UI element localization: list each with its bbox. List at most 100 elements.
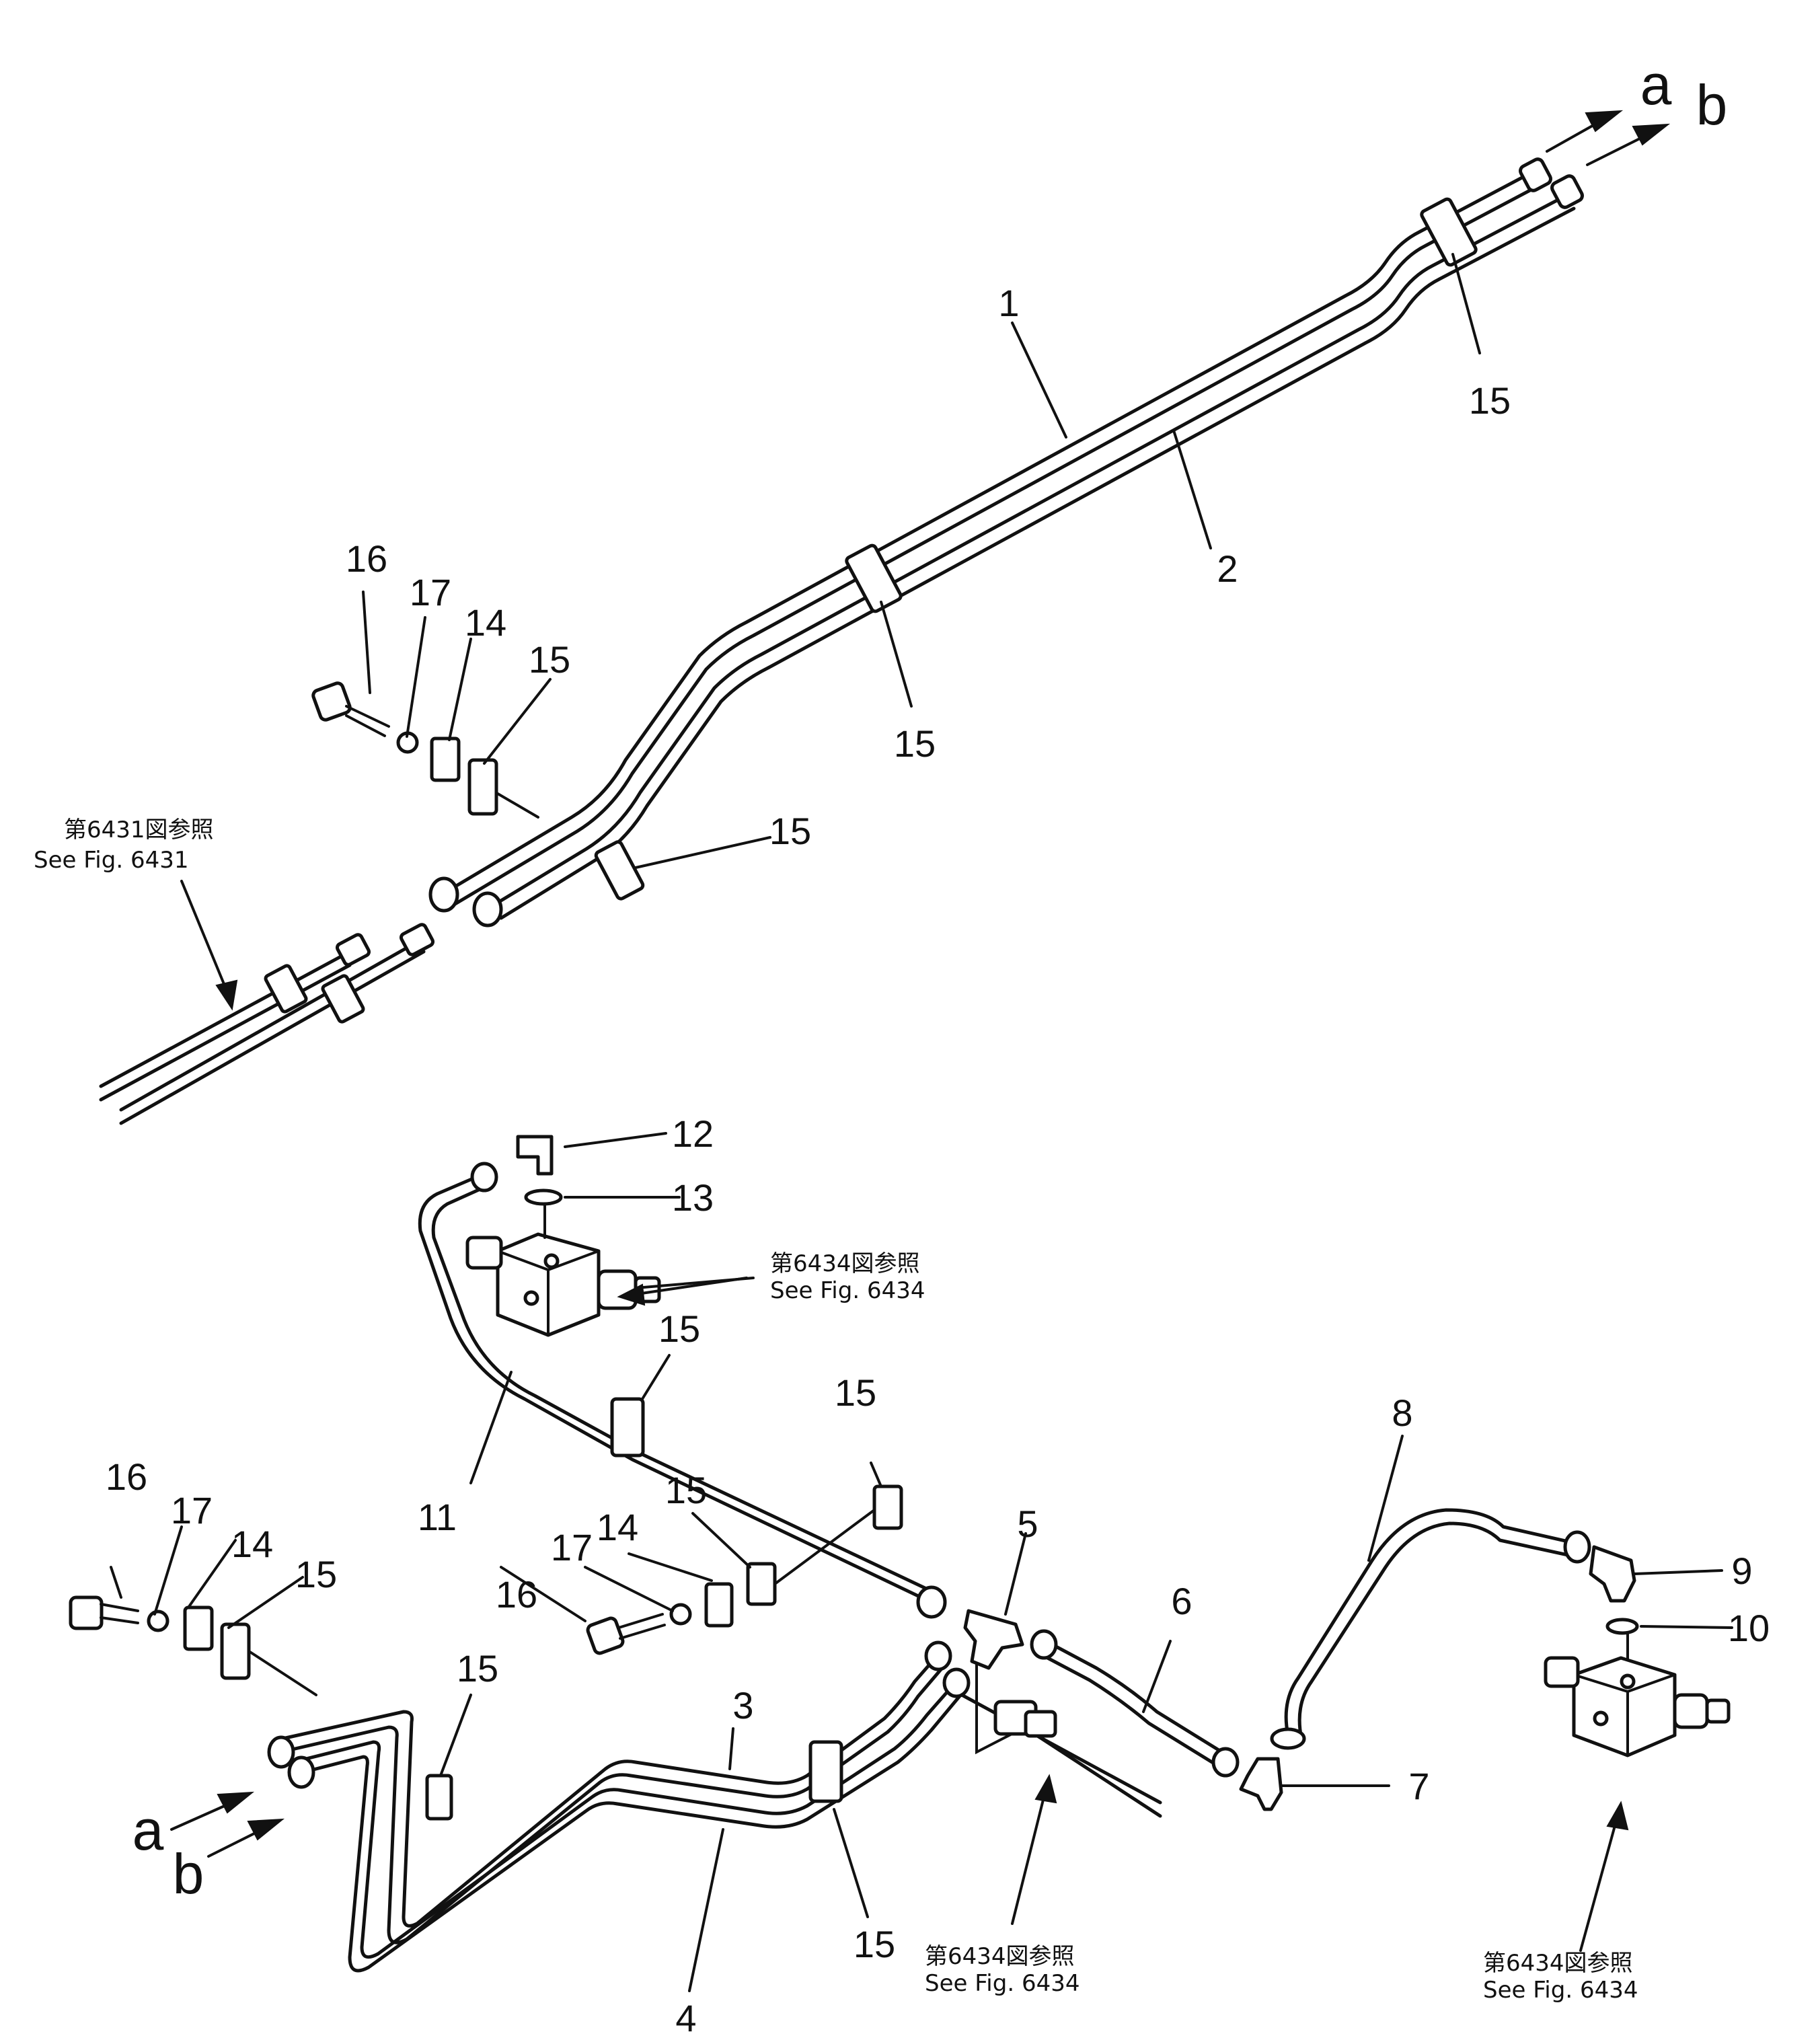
reference-arrows (180, 880, 1629, 1952)
callout-labels: 1 2 15 15 15 16 17 14 15 12 13 15 15 11 … (106, 282, 1770, 2039)
pipe-11-nut-top (470, 1162, 498, 1193)
pipe-6-inner (1039, 1653, 1223, 1770)
connection-arrows (170, 110, 1671, 1858)
bolt-16-low-shank (100, 1603, 139, 1624)
ref-6434-valve2-en: See Fig. 6434 (1483, 1977, 1638, 2004)
callout-5: 5 (1017, 1503, 1038, 1545)
washer-17-mid (669, 1603, 692, 1626)
ref-pipe-a (99, 950, 352, 1088)
callout-15-f: 15 (835, 1371, 876, 1414)
upper-hardware-stack (311, 681, 539, 819)
pipe-1 (445, 169, 1536, 893)
callout-15-h: 15 (295, 1553, 337, 1595)
callout-15-j: 15 (854, 1923, 895, 1965)
pipe-1-nut-right (1519, 157, 1552, 192)
washer-17-low (147, 1610, 169, 1632)
tee-and-pipe-6 (963, 1609, 1283, 1811)
callout-3: 3 (732, 1684, 753, 1727)
callout-6: 6 (1171, 1580, 1192, 1622)
ref-clamp-b (321, 974, 365, 1024)
callout-15-b: 15 (894, 722, 936, 765)
pipe-8 (1284, 1508, 1579, 1737)
lower-pipe-assembly (267, 1640, 971, 1973)
mid-stack-leader (773, 1509, 876, 1585)
clamp-15-mid-b (872, 1484, 903, 1530)
callout-8: 8 (1392, 1392, 1412, 1434)
callout-15-c: 15 (769, 810, 811, 852)
callout-14-b: 14 (597, 1506, 638, 1548)
pipe-1-nut-left (428, 876, 459, 913)
pipe-11 (418, 1172, 930, 1603)
pipe-3-nut-left (267, 1735, 295, 1769)
pipe-2-nut-right (1550, 174, 1584, 209)
valve-block-2 (1544, 1656, 1731, 1757)
clamp-upper-middle (845, 543, 903, 613)
callout-4: 4 (675, 1997, 696, 2039)
callout-16-b: 16 (496, 1573, 537, 1616)
pipe-3-inner (287, 1663, 947, 1944)
callout-17-c: 17 (171, 1489, 213, 1531)
pipe-11-inner (431, 1184, 937, 1595)
bolt-16-mid-head (586, 1616, 625, 1655)
callout-17-b: 17 (551, 1526, 593, 1568)
ref-6434-valve2-jp: 第6434図参照 (1483, 1950, 1633, 1977)
pipe-8-inner (1297, 1521, 1579, 1741)
callout-10: 10 (1728, 1607, 1770, 1649)
clamp-15-lower-zig (425, 1774, 453, 1821)
bolt-16-upper-head (311, 681, 352, 722)
callout-15-g: 15 (665, 1469, 707, 1511)
letter-a-top: a (1640, 53, 1672, 116)
o-ring-10 (1605, 1618, 1639, 1635)
pipe-6 (1044, 1639, 1229, 1757)
pipe-8-nut-bottom (1270, 1727, 1306, 1750)
connection-letter-labels: a b a b (132, 53, 1728, 1905)
callout-15-e: 15 (658, 1308, 700, 1350)
callout-15-d: 15 (529, 638, 570, 681)
fitting-9 (1589, 1545, 1636, 1603)
valve-block-1 (465, 1232, 661, 1337)
clamp-15-low (220, 1622, 251, 1680)
clamp-15-upper-loose (467, 758, 498, 816)
right-assembly (1270, 1508, 1731, 1757)
bolt-16-low-head (69, 1595, 104, 1630)
pipe-4-inner (309, 1692, 964, 1973)
tee-5 (963, 1609, 1024, 1670)
plate-14-mid (704, 1582, 734, 1628)
ref-6431-en: See Fig. 6431 (34, 847, 188, 874)
ref-pipe-b (99, 963, 352, 1102)
pipe-6-nut-left (1030, 1629, 1058, 1660)
ref-6434-valve1-jp: 第6434図参照 (770, 1250, 920, 1277)
callout-7: 7 (1408, 1765, 1429, 1807)
callout-16-c: 16 (106, 1455, 147, 1498)
fitting-12 (516, 1135, 554, 1176)
upper-stack-leader (496, 792, 539, 819)
clamp-pipe-3-4 (808, 1740, 843, 1803)
ref-pipe-d (119, 950, 426, 1125)
clamp-pipe-11 (610, 1397, 645, 1458)
callout-17-a: 17 (410, 571, 451, 613)
ref-clamp-a (264, 964, 308, 1014)
pipe-2-inner (499, 206, 1576, 920)
ref-fitting-b (399, 923, 435, 956)
pipe-4 (304, 1679, 958, 1959)
ref-pipe-c (119, 936, 426, 1112)
letter-a-bottom: a (132, 1799, 164, 1862)
clamp-15-mid-a (746, 1562, 777, 1606)
letter-b-bottom: b (173, 1842, 204, 1905)
lower-hardware-stack (69, 1595, 317, 1696)
ref-6431-jp: 第6431図参照 (64, 817, 214, 843)
ref-fitting-a (335, 933, 371, 967)
bolt-16-mid-shank (617, 1613, 666, 1640)
lower-stack-leader (248, 1650, 317, 1696)
pipe-6-nut-right (1211, 1747, 1240, 1778)
callout-15-a: 15 (1469, 379, 1511, 422)
callout-14-a: 14 (465, 601, 506, 644)
pipe-2-nut-left (472, 891, 503, 928)
pipe-3 (280, 1653, 940, 1928)
pipe-4-nut-left (287, 1755, 315, 1789)
plate-14-upper (430, 736, 461, 782)
plate-14-low (183, 1605, 214, 1651)
callout-13: 13 (672, 1176, 714, 1219)
middle-hardware-stack (586, 1484, 903, 1655)
bolt-16-upper-shank (345, 705, 390, 737)
